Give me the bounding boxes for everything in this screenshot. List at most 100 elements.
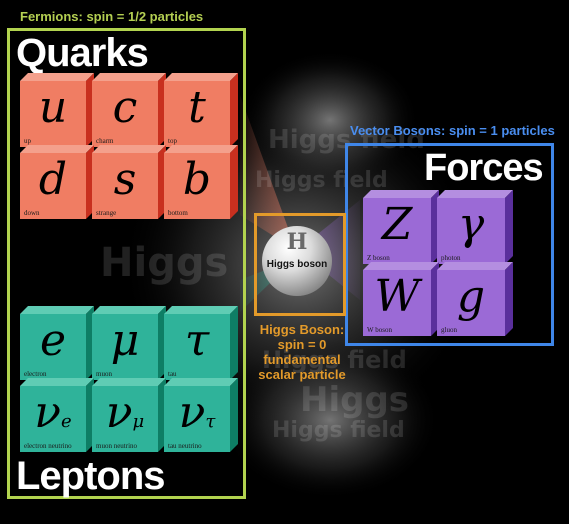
symbol-main: c: [112, 82, 138, 133]
higgs-name: Higgs boson: [266, 259, 328, 270]
cell-side-face: [158, 145, 166, 219]
quarks-title: Quarks: [16, 31, 149, 75]
particle-name: W boson: [367, 326, 392, 334]
fermions-frame: [7, 28, 246, 499]
cell-side-face: [431, 262, 439, 336]
cell-top-face: [92, 145, 166, 153]
lepton-cell: νe electron neutrino: [20, 378, 94, 452]
cell-side-face: [230, 145, 238, 219]
higgs-description: Higgs Boson: spin = 0 fundamental scalar…: [258, 322, 346, 382]
glow-top: [240, 50, 420, 190]
particle-name: up: [24, 137, 31, 145]
particle-symbol: γ: [437, 196, 505, 254]
cell-side-face: [431, 190, 439, 264]
field-text-5: Higgs field: [272, 418, 405, 443]
symbol-main: W: [374, 271, 420, 322]
cell-top-face: [164, 73, 238, 81]
particle-name: tau neutrino: [168, 442, 202, 450]
cell-side-face: [230, 378, 238, 452]
symbol-main: e: [39, 315, 67, 366]
particle-name: gluon: [441, 326, 457, 334]
cell-top-face: [20, 145, 94, 153]
symbol-main: b: [182, 154, 212, 205]
particle-symbol: τ: [164, 312, 230, 370]
cell-side-face: [505, 190, 513, 264]
cell-top-face: [164, 306, 238, 314]
cell-side-face: [86, 378, 94, 452]
symbol-subscript: μ: [132, 411, 145, 432]
cell-top-face: [20, 378, 94, 386]
boson-cell: W W boson: [363, 262, 439, 336]
cell-top-face: [20, 73, 94, 81]
particle-symbol: c: [92, 79, 158, 137]
symbol-main: d: [38, 154, 68, 205]
symbol-main: u: [38, 82, 68, 133]
symbol-main: g: [456, 271, 486, 322]
quark-beam: [240, 95, 296, 250]
cell-front-face: νe electron neutrino: [20, 386, 86, 452]
higgs-symbol: H: [286, 229, 308, 255]
particle-symbol: t: [164, 79, 230, 137]
particle-name: down: [24, 209, 40, 217]
glow-bottom: [220, 340, 440, 500]
symbol-main: γ: [457, 199, 485, 250]
particle-symbol: b: [164, 151, 230, 209]
field-text-3: Higgs: [100, 240, 229, 286]
particle-symbol: s: [92, 151, 158, 209]
cell-front-face: e electron: [20, 314, 86, 380]
particle-symbol: ντ: [164, 384, 230, 451]
symbol-subscript: τ: [205, 411, 216, 432]
symbol-main: μ: [110, 315, 140, 366]
leptons-title: Leptons: [16, 454, 166, 498]
particle-symbol: u: [20, 79, 86, 137]
cell-top-face: [363, 262, 439, 270]
particle-symbol: W: [363, 268, 431, 326]
symbol-subscript: e: [61, 411, 72, 432]
field-text-6: Higgs: [300, 380, 410, 420]
particle-name: photon: [441, 254, 461, 262]
particle-symbol: d: [20, 151, 86, 209]
cell-side-face: [86, 73, 94, 147]
particle-name: top: [168, 137, 177, 145]
particle-name: charm: [96, 137, 114, 145]
cell-front-face: c charm: [92, 81, 158, 147]
quark-cell: d down: [20, 145, 94, 219]
cell-top-face: [363, 190, 439, 198]
field-text-4: Higgs field: [262, 346, 407, 374]
cell-front-face: g gluon: [437, 270, 505, 336]
vector-bosons-label: Vector Bosons: spin = 1 particles: [350, 123, 555, 138]
symbol-main: ν: [34, 387, 62, 438]
symbol-main: s: [113, 154, 137, 205]
particle-name: Z boson: [367, 254, 390, 262]
cell-side-face: [158, 306, 166, 380]
cell-top-face: [20, 306, 94, 314]
cell-top-face: [92, 73, 166, 81]
particle-name: electron: [24, 370, 47, 378]
lepton-cell: e electron: [20, 306, 94, 380]
particle-name: muon neutrino: [96, 442, 138, 450]
cell-side-face: [505, 262, 513, 336]
symbol-main: ν: [178, 387, 206, 438]
boson-cell: g gluon: [437, 262, 513, 336]
boson-cell: γ photon: [437, 190, 513, 264]
particle-symbol: Z: [363, 196, 431, 254]
cell-front-face: γ photon: [437, 198, 505, 264]
vector-bosons-frame: [345, 143, 554, 346]
forces-title: Forces: [424, 147, 544, 189]
quark-cell: c charm: [92, 73, 166, 147]
cell-side-face: [86, 145, 94, 219]
particle-name: electron neutrino: [24, 442, 72, 450]
symbol-main: τ: [184, 315, 210, 366]
